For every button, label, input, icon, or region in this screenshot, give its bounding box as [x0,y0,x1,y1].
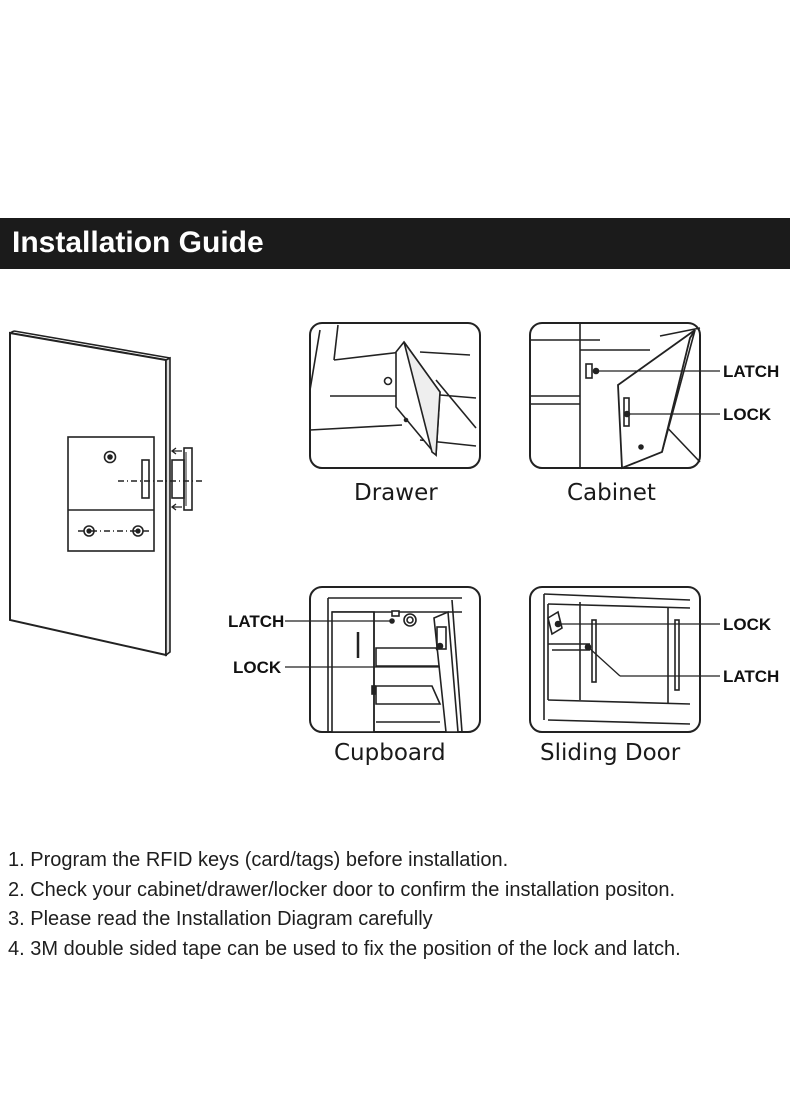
panel-sliding-door [529,586,720,733]
caption-cupboard: Cupboard [334,740,446,766]
installation-diagram: Drawer LATCH LOCK Cabinet [9,322,779,766]
label-latch: LATCH [723,362,779,381]
caption-sliding-door: Sliding Door [540,740,681,766]
caption-cabinet: Cabinet [567,480,656,506]
label-lock: LOCK [723,615,772,634]
label-latch: LATCH [723,667,779,686]
instruction-step: 2. Check your cabinet/drawer/locker door… [8,878,676,901]
instruction-step: 1. Program the RFID keys (card/tags) bef… [8,849,509,871]
label-lock: LOCK [723,405,772,424]
panel-drawer [309,322,481,469]
header-banner: Installation Guide [0,218,790,269]
panel-cupboard [285,586,481,733]
label-lock: LOCK [233,658,282,677]
page-title: Installation Guide [12,226,264,259]
instruction-step: 3. Please read the Installation Diagram … [8,908,433,930]
label-latch: LATCH [228,612,284,631]
instruction-step: 4. 3M double sided tape can be used to f… [8,937,681,960]
caption-drawer: Drawer [354,480,438,506]
panel-cabinet [529,322,720,470]
instruction-list: 1. Program the RFID keys (card/tags) bef… [8,846,681,964]
door-mounting-illustration [9,330,204,657]
